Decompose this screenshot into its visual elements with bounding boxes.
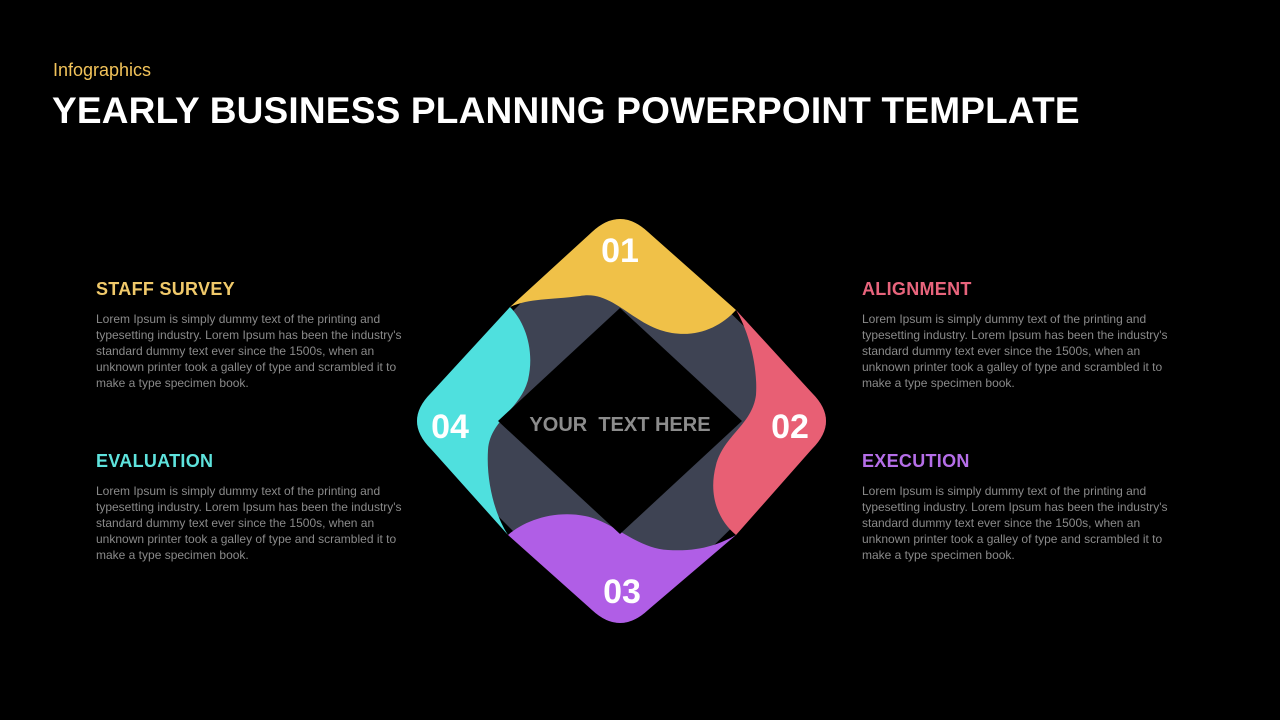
block-body: Lorem Ipsum is simply dummy text of the … — [96, 312, 402, 390]
block-heading: STAFF SURVEY — [96, 279, 235, 299]
segment-01-number: 01 — [601, 232, 639, 270]
slide-title: YEARLY BUSINESS PLANNING POWERPOINT TEMP… — [52, 90, 1080, 131]
block-body: Lorem Ipsum is simply dummy text of the … — [862, 484, 1168, 562]
segment-02[interactable] — [713, 310, 826, 535]
block-body: Lorem Ipsum is simply dummy text of the … — [96, 484, 402, 562]
center-text[interactable]: YOUR TEXT HERE — [529, 414, 710, 436]
segment-03-number: 03 — [603, 573, 641, 611]
block-heading: EVALUATION — [96, 451, 214, 471]
text-block-staff-survey: STAFF SURVEY Lorem Ipsum is simply dummy… — [96, 279, 426, 391]
block-heading: EXECUTION — [862, 451, 970, 471]
block-body: Lorem Ipsum is simply dummy text of the … — [862, 312, 1168, 390]
segment-01[interactable] — [510, 219, 736, 334]
text-block-evaluation: EVALUATION Lorem Ipsum is simply dummy t… — [96, 451, 426, 563]
segment-04-number: 04 — [431, 408, 469, 446]
slide-eyebrow: Infographics — [53, 60, 152, 80]
block-heading: ALIGNMENT — [862, 279, 972, 299]
inner-diamond — [498, 308, 742, 534]
segment-02-number: 02 — [771, 408, 809, 446]
text-block-alignment: ALIGNMENT Lorem Ipsum is simply dummy te… — [862, 279, 1192, 391]
text-block-execution: EXECUTION Lorem Ipsum is simply dummy te… — [862, 451, 1192, 563]
segment-04[interactable] — [417, 307, 531, 535]
segment-03[interactable] — [508, 514, 736, 623]
